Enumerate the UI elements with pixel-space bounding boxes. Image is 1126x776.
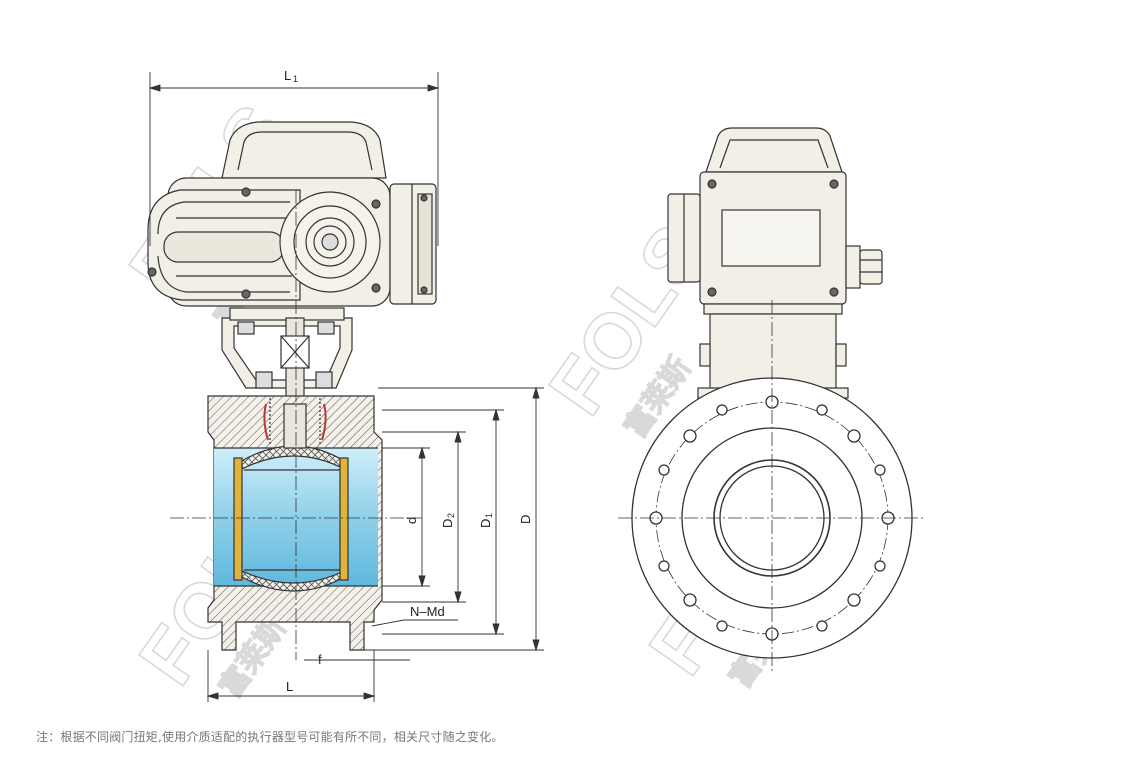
centerlines-right bbox=[618, 300, 926, 672]
label-D1: D bbox=[478, 519, 493, 528]
label-f: f bbox=[318, 652, 322, 667]
label-D: D bbox=[518, 515, 533, 524]
label-L1: L bbox=[284, 68, 291, 83]
dimensions bbox=[148, 72, 544, 702]
label-L: L bbox=[286, 679, 293, 694]
label-D2-sub: 2 bbox=[446, 513, 456, 518]
valve-body-section bbox=[207, 395, 383, 651]
centerlines-left bbox=[170, 190, 422, 660]
label-d: d bbox=[404, 517, 419, 524]
label-L1-sub: 1 bbox=[293, 74, 298, 84]
actuator-side-view bbox=[667, 127, 883, 399]
label-D1-sub: 1 bbox=[484, 513, 494, 518]
actuator-front-view bbox=[147, 121, 437, 451]
label-D2: D bbox=[440, 519, 455, 528]
footnote: 注：根据不同阀门扭矩,使用介质适配的执行器型号可能有所不同，相关尺寸随之变化。 bbox=[36, 730, 504, 744]
label-N-Md: N–Md bbox=[410, 604, 445, 619]
dimension-labels: L 1 L f N–Md d D 2 D 1 D bbox=[284, 68, 533, 694]
